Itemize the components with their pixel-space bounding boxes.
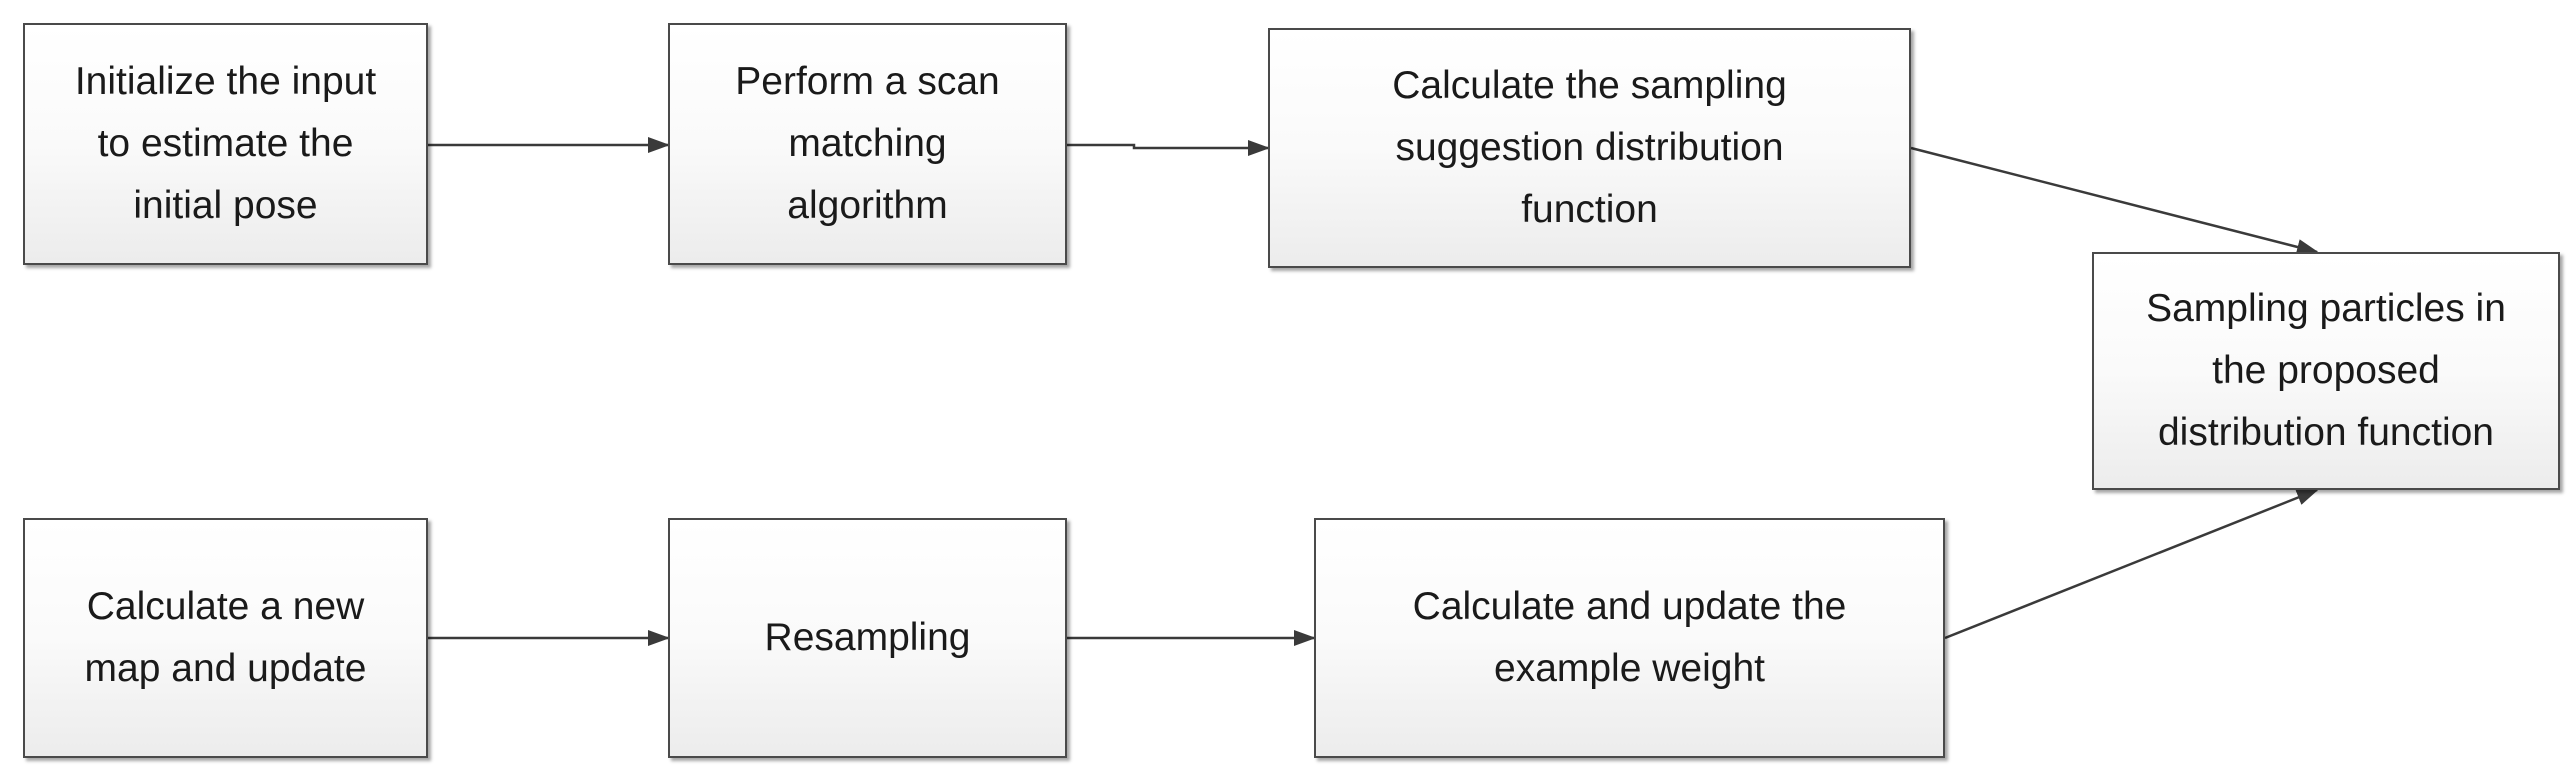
node-text-line: Resampling: [764, 616, 971, 659]
node-calculate-new-map: Calculate a new map and update: [23, 518, 428, 758]
node-text-line: to estimate the: [97, 122, 354, 165]
node-scan-matching: Perform a scan matching algorithm: [668, 23, 1067, 265]
node-text-line: matching: [788, 122, 947, 165]
node-text-line: function: [1521, 188, 1658, 231]
node-text-line: suggestion distribution: [1395, 126, 1784, 169]
node-resampling: Resampling: [668, 518, 1067, 758]
arrow-calc-sugg-to-sampling: [1910, 146, 2319, 255]
node-text-line: example weight: [1494, 647, 1765, 690]
node-text-line: Calculate and update the: [1412, 585, 1847, 628]
node-sampling-particles: Sampling particles in the proposed distr…: [2092, 252, 2560, 490]
node-calculate-suggestion-distribution: Calculate the sampling suggestion distri…: [1268, 28, 1911, 268]
arrow-calc-update-to-sampling: [1944, 488, 2319, 640]
node-calculate-suggestion-text: Calculate the sampling suggestion distri…: [1392, 55, 1787, 241]
node-text-line: Perform a scan: [735, 60, 1000, 103]
node-scan-matching-text: Perform a scan matching algorithm: [735, 51, 999, 237]
node-text-line: Sampling particles in: [2146, 287, 2506, 330]
node-initialize-input-text: Initialize the input to estimate the ini…: [75, 51, 376, 237]
node-text-line: Initialize the input: [74, 60, 377, 103]
node-text-line: the proposed: [2212, 349, 2440, 392]
node-text-line: initial pose: [133, 184, 318, 227]
node-calculate-update-weight-text: Calculate and update the example weight: [1413, 576, 1847, 700]
node-calculate-new-map-text: Calculate a new map and update: [85, 576, 367, 700]
node-text-line: algorithm: [787, 184, 948, 227]
node-initialize-input: Initialize the input to estimate the ini…: [23, 23, 428, 265]
node-calculate-update-weight: Calculate and update the example weight: [1314, 518, 1945, 758]
node-resampling-text: Resampling: [765, 607, 971, 669]
node-text-line: Calculate the sampling: [1392, 64, 1787, 107]
node-text-line: Calculate a new: [86, 585, 365, 628]
node-text-line: map and update: [84, 647, 367, 690]
node-sampling-particles-text: Sampling particles in the proposed distr…: [2146, 278, 2506, 464]
node-text-line: distribution function: [2157, 411, 2495, 454]
arrow-scan-to-calc-sugg: [1067, 140, 1270, 156]
